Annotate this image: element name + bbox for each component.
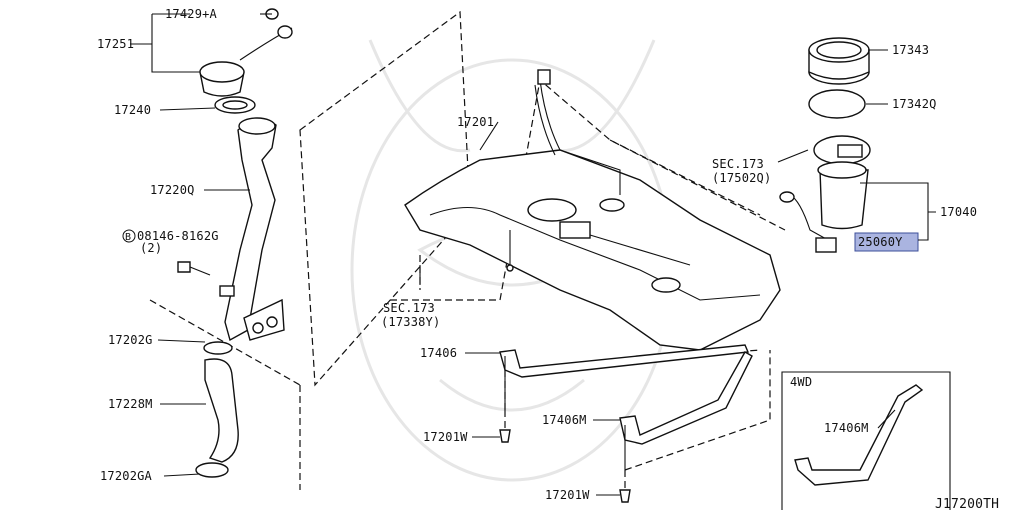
label-clamp-upper: 17202G <box>108 333 153 347</box>
fourwd-inset <box>781 371 951 510</box>
lock-ring-part <box>808 37 870 85</box>
label-sec-left-sub: (17338Y) <box>381 315 440 329</box>
fuel-sensor-highlight <box>854 232 919 252</box>
bolt-circle-icon <box>122 229 136 243</box>
label-bolt-qty: (2) <box>140 241 162 255</box>
filler-cap-part <box>199 8 293 97</box>
filler-tube-part <box>219 117 285 342</box>
label-clamp-lower: 17202GA <box>100 469 153 483</box>
gasket-part <box>214 96 256 114</box>
label-tank: 17201 <box>457 115 494 129</box>
label-pump-module: 17040 <box>940 205 977 219</box>
strap-rear-part <box>619 351 753 503</box>
label-fuel-sensor: 25060Y <box>858 235 903 249</box>
label-filler-hose: 17228M <box>108 397 153 411</box>
part-labels: 17429+A 17251 17240 17220Q B 08146-8162G… <box>97 7 999 511</box>
fuel-tank-part <box>404 69 781 351</box>
label-gasket: 17240 <box>114 103 151 117</box>
seal-ring-part <box>808 89 866 119</box>
label-bolt-rear: 17201W <box>545 488 590 502</box>
label-filler-tube: 17220Q <box>150 183 195 197</box>
diagram-code: J17200TH <box>935 497 999 511</box>
leader-lines <box>130 13 936 496</box>
label-strap-front: 17406 <box>420 346 457 360</box>
label-filler-cap: 17251 <box>97 37 134 51</box>
label-sec-right: SEC.173 <box>712 157 764 171</box>
label-sec-left: SEC.173 <box>383 301 435 315</box>
label-fourwd-title: 4WD <box>790 375 812 389</box>
pump-module-part <box>779 135 871 253</box>
label-bolt-spec: 08146-8162G <box>137 229 219 243</box>
hose-part <box>195 341 239 478</box>
label-bolt-front: 17201W <box>423 430 468 444</box>
label-seal-ring: 17342Q <box>892 97 937 111</box>
label-cap-tether: 17429+A <box>165 7 218 21</box>
bolt-part <box>177 261 211 276</box>
label-sec-right-sub: (17502Q) <box>712 171 771 185</box>
label-strap-rear: 17406M <box>542 413 587 427</box>
label-fourwd-strap: 17406M <box>824 421 869 435</box>
label-lock-ring: 17343 <box>892 43 929 57</box>
strap-front-part <box>499 344 750 443</box>
label-bolt-circle: B <box>125 232 131 243</box>
